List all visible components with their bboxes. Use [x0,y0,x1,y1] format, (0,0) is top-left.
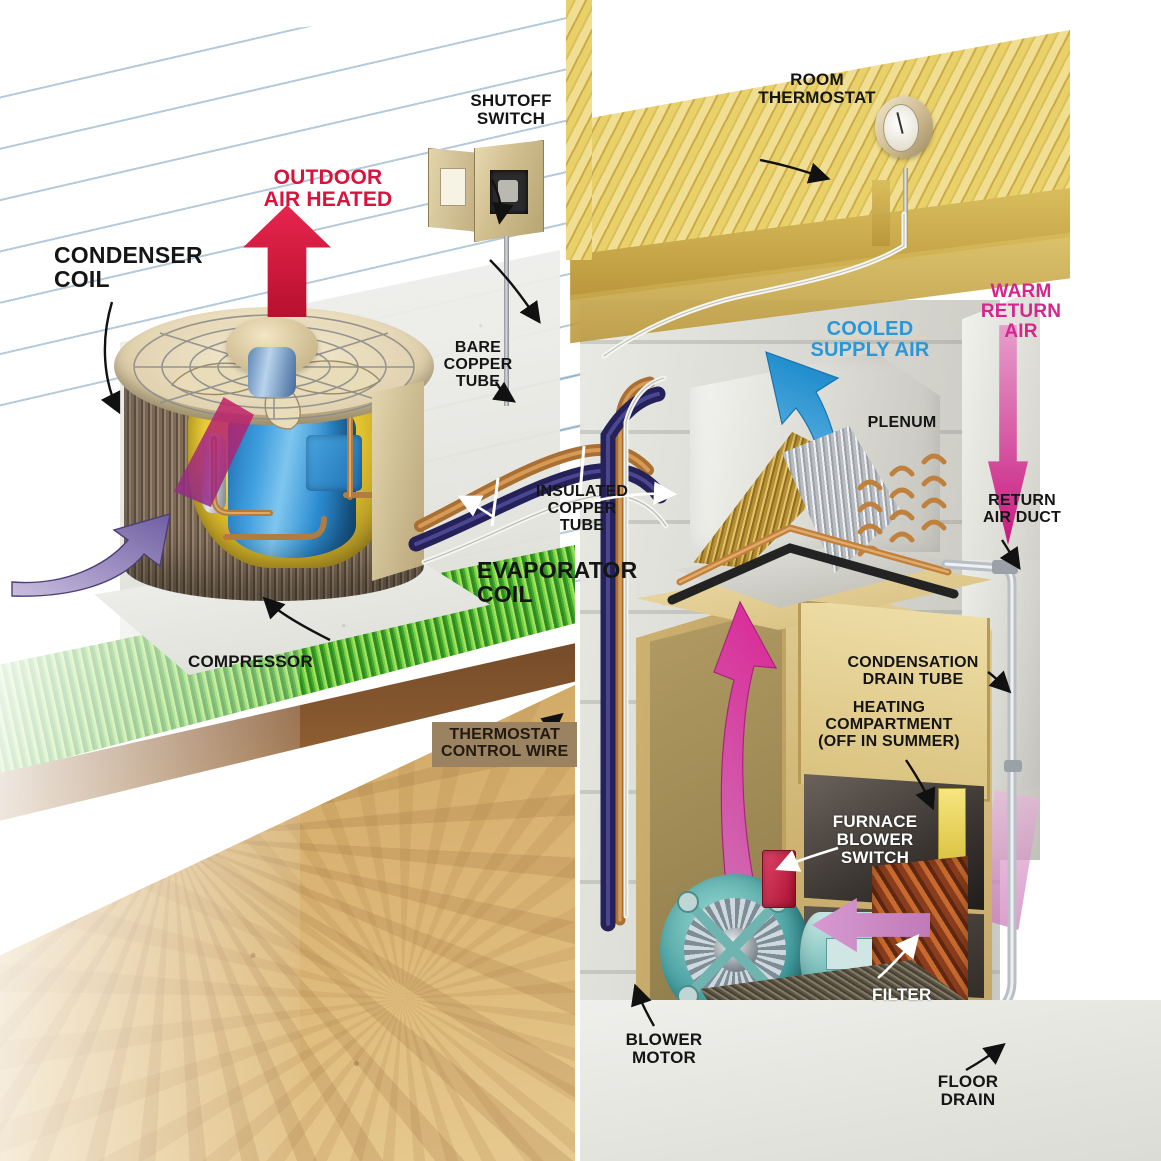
airflow-blower-discharge-arrow [668,596,788,886]
condenser-fan-shaft [248,347,296,397]
label-warm-return-air: WARM RETURN AIR [980,281,1062,343]
thermostat-wall-block [872,180,890,246]
label-compressor: COMPRESSOR [188,652,313,671]
label-blower-motor: BLOWER MOTOR [625,1030,703,1068]
furnace-blower-switch[interactable] [762,850,796,908]
label-floor-drain: FLOOR DRAIN [937,1072,999,1110]
heating-compartment-door[interactable] [798,600,990,802]
outdoor-condenser-unit [110,285,440,630]
line-set-vertical-drop [592,372,672,932]
label-outdoor-air-heated: OUTDOOR AIR HEATED [263,166,393,212]
label-room-thermostat: ROOM THERMOSTAT [758,70,876,108]
shutoff-switch[interactable] [428,140,553,406]
label-condenser-coil: CONDENSER COIL [54,242,203,293]
evaporator-copper-header [662,520,958,606]
shutoff-switch-label-plate [440,168,466,206]
label-filter: FILTER [872,985,932,1004]
label-bare-copper-tube: BARE COPPER TUBE [443,339,513,390]
label-heating-compartment: HEATING COMPARTMENT (OFF IN SUMMER) [818,699,960,750]
label-evaporator-coil: EVAPORATOR COIL [477,557,638,608]
wall-stud-left [566,0,592,260]
thermostat-control-wire-run [600,210,930,360]
basement-floor [580,1000,1161,1161]
condensation-drain-tube [940,530,1050,1050]
evaporator-coil [662,424,962,614]
shutoff-switch-conduit [504,236,509,406]
furnace-rating-plate [938,788,966,866]
label-cooled-supply-air: COOLED SUPPLY AIR [810,318,930,362]
shutoff-switch-handle[interactable] [498,180,518,202]
airflow-outdoor-intake-arrow [10,500,190,600]
label-insulated-copper-tube: INSULATED COPPER TUBE [535,483,629,534]
label-thermostat-control-wire: THERMOSTAT CONTROL WIRE [432,722,578,767]
label-return-air-duct: RETURN AIR DUCT [982,492,1062,526]
label-plenum: PLENUM [867,414,937,431]
label-furnace-blower-switch: FURNACE BLOWER SWITCH [832,812,918,868]
label-condensation-drain-tube: CONDENSATION DRAIN TUBE [847,654,979,688]
room-thermostat[interactable] [875,96,937,172]
evaporator-insulated-suction-line [658,534,964,618]
soil-fade [0,600,300,1161]
evaporator-return-bends [848,444,966,572]
label-shutoff-switch: SHUTOFF SWITCH [470,91,552,129]
thermostat-mounting-post [903,168,908,248]
